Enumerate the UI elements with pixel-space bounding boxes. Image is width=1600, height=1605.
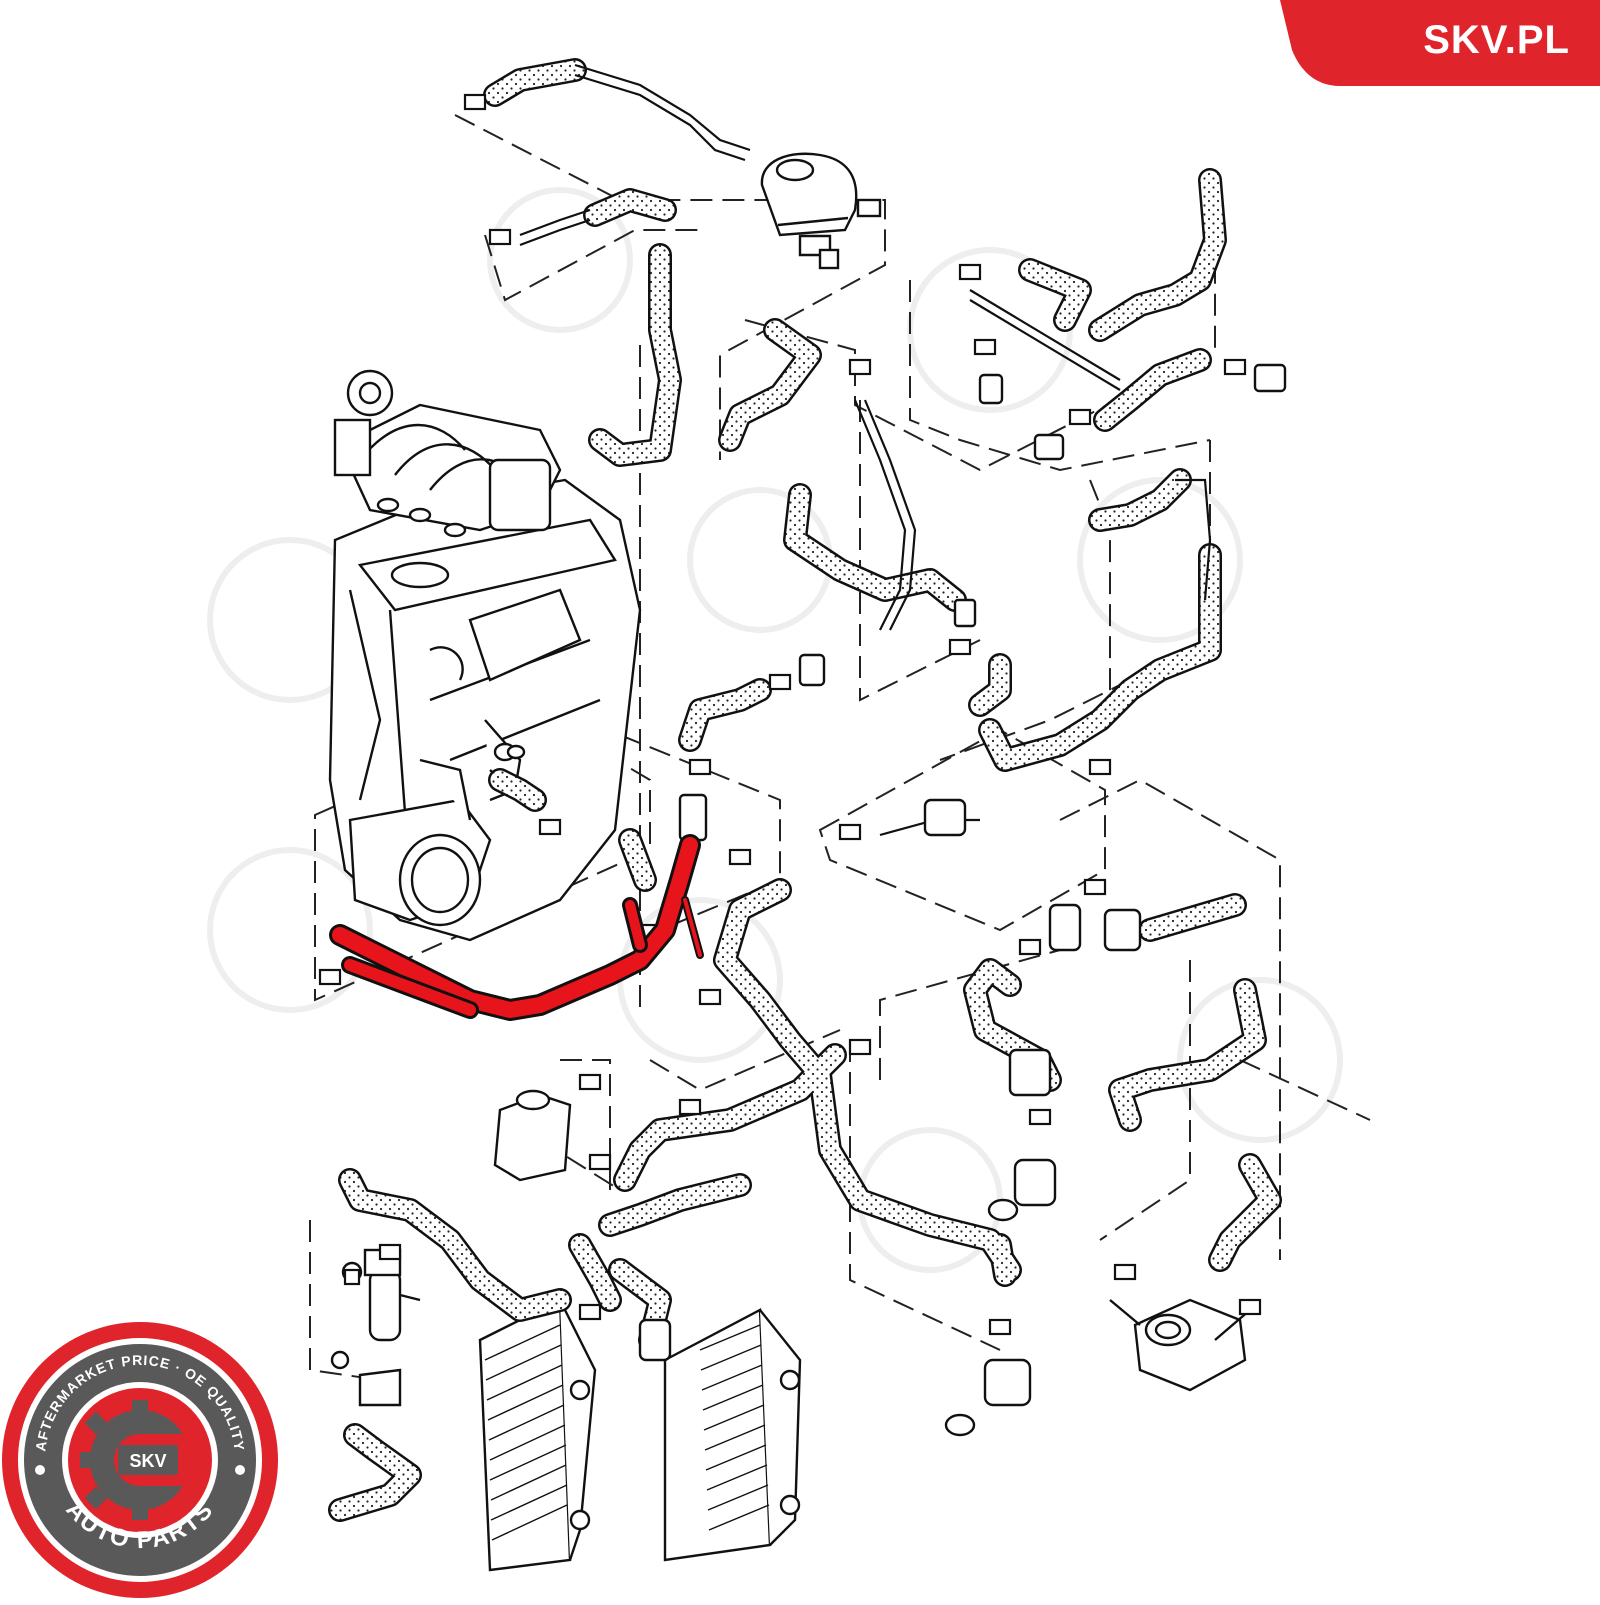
outlet-housing-icon <box>348 758 492 927</box>
seal-center-badge: SKV <box>129 1451 166 1471</box>
hose-clamps <box>318 93 1262 1336</box>
coolant-pipe-icon <box>329 834 704 1021</box>
radiator-right-icon <box>663 1308 802 1562</box>
radiator-left-icon <box>478 1298 597 1572</box>
pipe-fittings <box>506 363 1287 1437</box>
quality-seal: SKV AFTERMARKET PRICE · OE QUALITY AUTO … <box>0 1320 280 1600</box>
oil-cooler-icon <box>1109 1298 1251 1392</box>
brand-site-label: SKV.PL <box>1423 18 1570 62</box>
metal-pipes <box>519 63 1212 837</box>
coolant-hoses <box>328 58 1282 1522</box>
expansion-tank-icon <box>760 152 882 270</box>
intake-manifold-icon <box>333 369 562 538</box>
coolant-reservoir-icon <box>493 1089 572 1182</box>
brand-corner-badge: SKV.PL <box>1280 0 1600 86</box>
